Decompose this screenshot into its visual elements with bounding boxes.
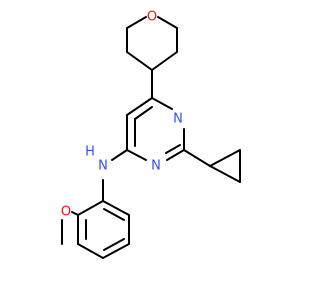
bond-cyclopropyl-3 (209, 165, 241, 183)
bond-c4-nh (111, 149, 128, 161)
bond-pyran-4 (151, 51, 178, 71)
bond-phenyl-4 (77, 243, 104, 259)
bond-phenyl-1 (102, 200, 130, 216)
bond-phenyl-1-double (103, 208, 125, 221)
bond-phenyl-3-double (103, 238, 125, 251)
bond-pyran-1 (126, 16, 147, 29)
atom-pyrimidine-n3: N (151, 159, 161, 174)
background (0, 0, 300, 300)
bond-c2-cyclopropyl (183, 149, 211, 167)
bond-cyclopropyl-1 (209, 149, 241, 167)
bond-pyrimidine-c5-c6-double (134, 106, 153, 120)
atom-amine-hydrogen: H (85, 145, 95, 160)
bond-phenyl-methoxy-o (71, 211, 79, 216)
chemical-structure: O N N N H O (0, 0, 300, 300)
atom-labels: O N N N H O (61, 10, 183, 220)
bond-pyran-6 (157, 16, 178, 29)
atom-pyrimidine-n1: N (173, 112, 183, 127)
bond-pyrimidine-c5-c6 (126, 97, 153, 116)
bonds (61, 16, 241, 259)
bond-phenyl-3 (102, 243, 130, 259)
atom-pyran-oxygen: O (147, 10, 157, 25)
bond-pyrimidine-c2-n3-double (165, 144, 181, 154)
bond-pyrimidine-n3-c4 (126, 149, 147, 161)
bond-pyrimidine-c6-n1 (151, 97, 173, 110)
atom-methoxy-oxygen: O (61, 205, 71, 220)
bond-pyrimidine-c2-n3 (166, 149, 185, 161)
bond-pyran-3 (126, 51, 153, 71)
bond-phenyl-6 (77, 200, 104, 216)
atom-amine-nitrogen: N (98, 159, 108, 174)
